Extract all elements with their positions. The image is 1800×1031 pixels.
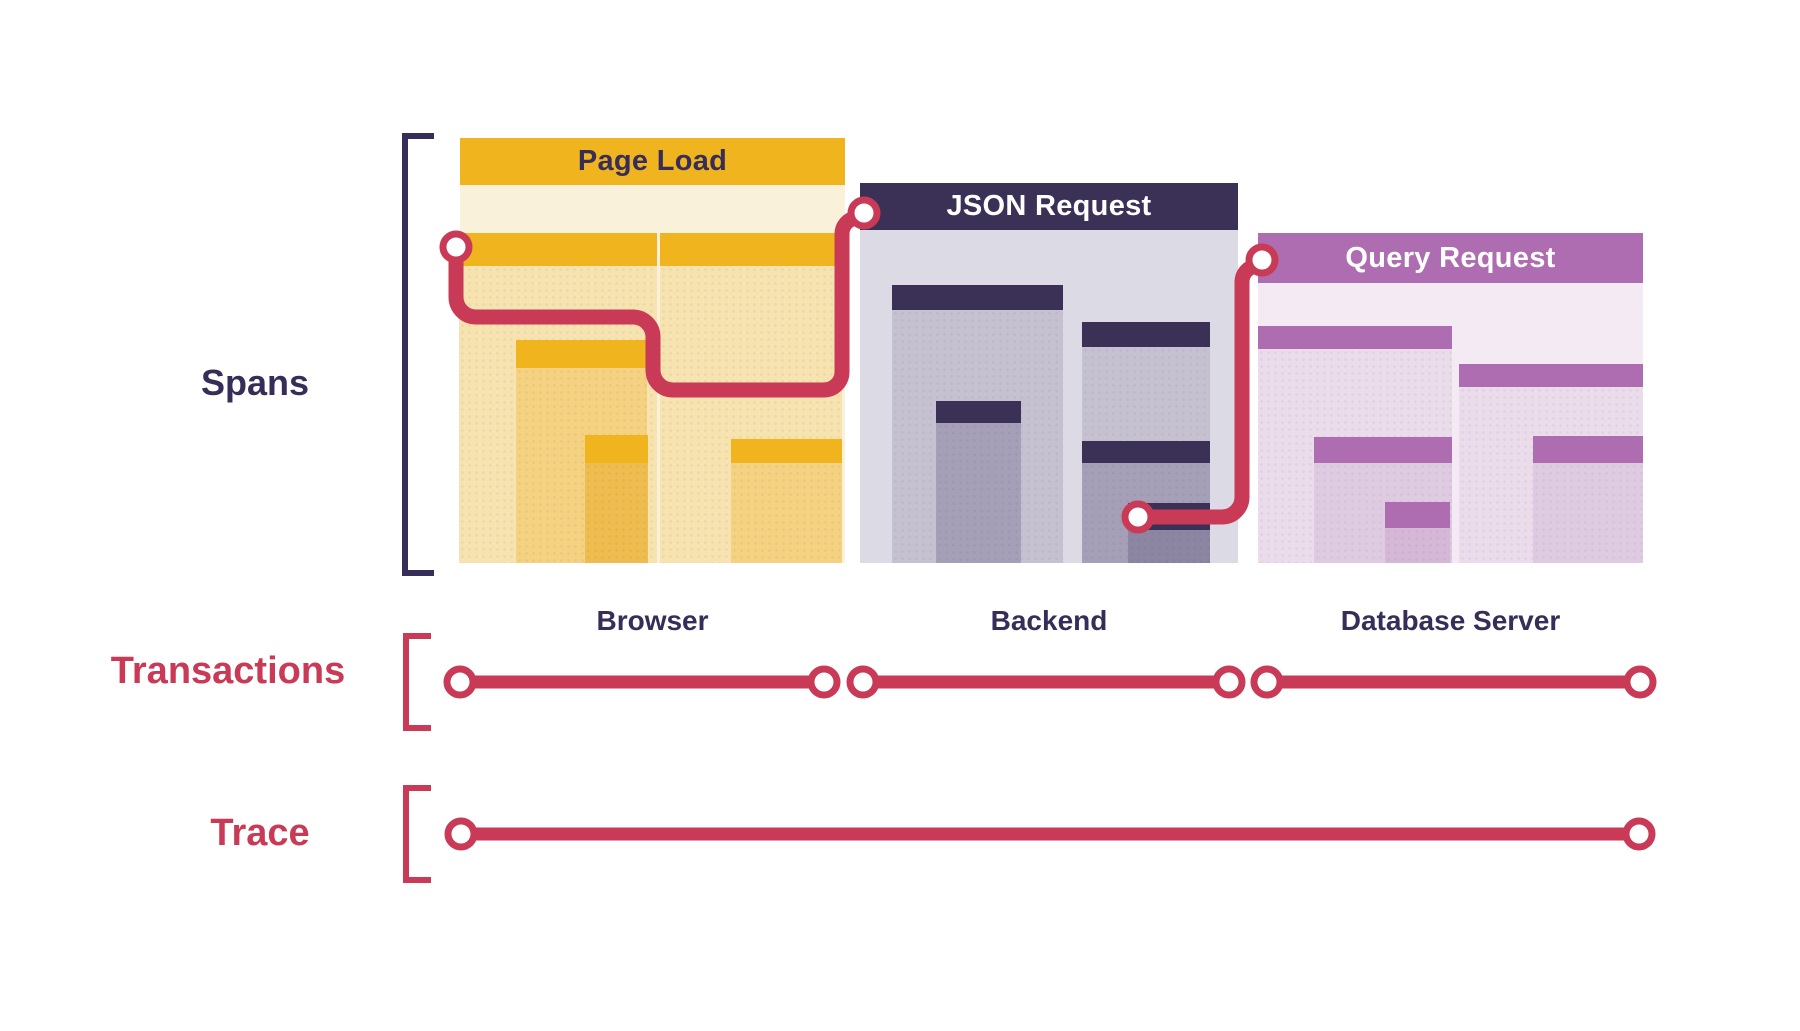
span-bar-header — [936, 401, 1021, 423]
span-bar-body — [585, 463, 648, 563]
query-request-body — [1258, 283, 1643, 563]
transaction-node-database-end — [1623, 665, 1657, 699]
span-bar-header — [1533, 436, 1643, 463]
trace-node-start — [444, 817, 478, 851]
transaction-node-backend-end — [1212, 665, 1246, 699]
transaction-node-backend-start — [846, 665, 880, 699]
query-request-transaction-header: Query Request — [1258, 233, 1643, 283]
group-backend: JSON Request — [860, 183, 1238, 563]
span-bar-header — [1459, 364, 1643, 387]
span-bar-header — [892, 285, 1063, 310]
trace-node-end — [1622, 817, 1656, 851]
trace-bracket — [403, 785, 431, 883]
transaction-node-browser-start — [443, 665, 477, 699]
span-bar-header — [1314, 437, 1452, 463]
group-database: Query Request — [1258, 233, 1643, 563]
json-request-transaction-header: JSON Request — [860, 183, 1238, 230]
page-load-body — [459, 185, 845, 563]
group-browser: Page Load — [459, 138, 845, 563]
spans-bracket — [402, 133, 434, 576]
span-bar-header — [1128, 503, 1210, 530]
service-label-database: Database Server — [1340, 605, 1561, 636]
transaction-node-browser-end — [807, 665, 841, 699]
span-bar-header — [459, 233, 657, 266]
json-request-body — [860, 230, 1238, 563]
trace-row-label: Trace — [210, 812, 310, 854]
span-bar-header — [585, 435, 648, 463]
transaction-node-database-start — [1250, 665, 1284, 699]
span-bar-header — [1385, 502, 1450, 528]
span-bar-header — [1082, 322, 1210, 347]
span-bar-header — [660, 233, 842, 266]
span-bar-header — [731, 439, 842, 463]
transactions-bracket — [403, 633, 431, 731]
spans-row-label: Spans — [200, 362, 310, 403]
service-label-browser: Browser — [596, 605, 709, 636]
span-bar-body — [1128, 530, 1210, 563]
span-bar-body — [936, 423, 1021, 563]
span-bar-header — [1082, 441, 1210, 463]
transactions-row-label: Transactions — [110, 650, 346, 692]
service-label-backend: Backend — [990, 605, 1108, 636]
span-bar-header — [1258, 326, 1452, 349]
span-bar-body — [1533, 463, 1643, 563]
page-load-transaction-header: Page Load — [460, 138, 845, 185]
span-bar-body — [1385, 528, 1450, 563]
span-bar-header — [516, 340, 647, 368]
span-bar-body — [731, 463, 842, 563]
